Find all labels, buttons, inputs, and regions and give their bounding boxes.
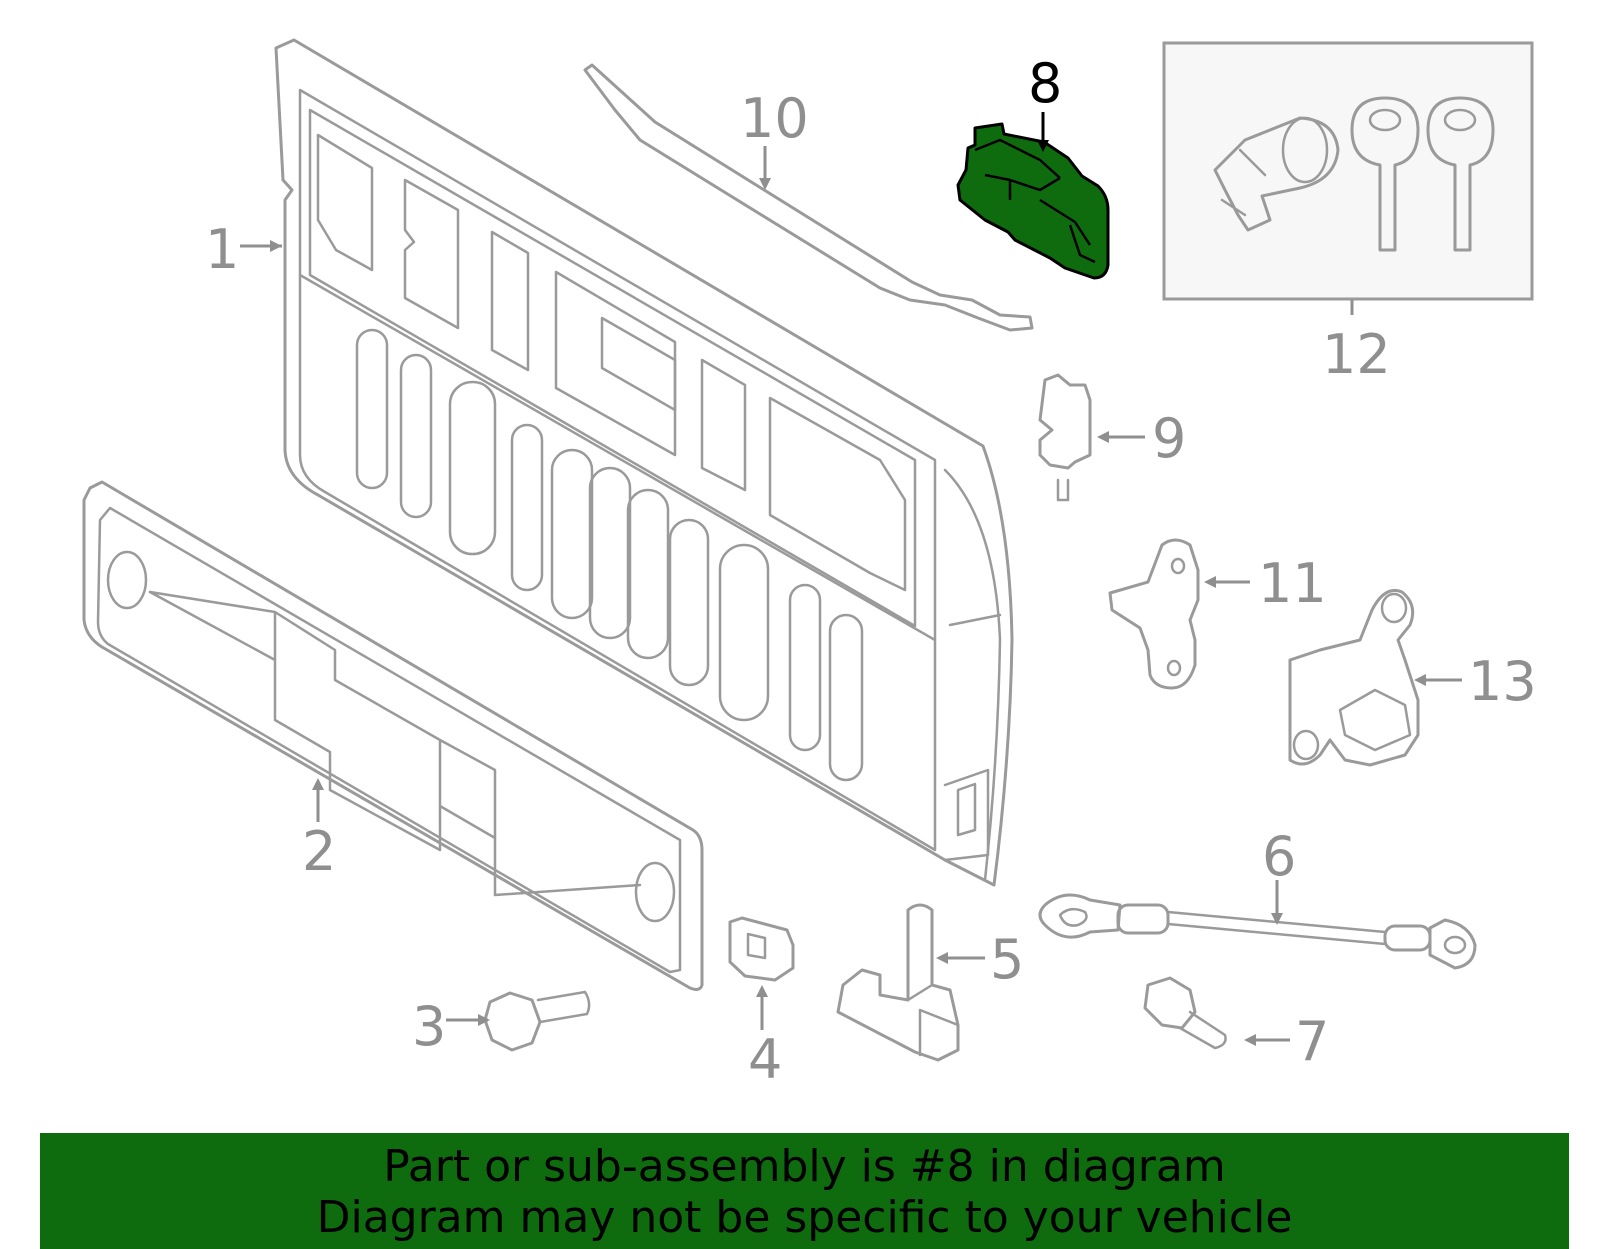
part-4-clip: [728, 916, 795, 982]
part-11-bracket: [1108, 538, 1200, 690]
part-6-cable: [1038, 893, 1477, 970]
part-9-switch: [1038, 373, 1092, 502]
callout-5: 5: [990, 928, 1024, 991]
part-10-rod: [583, 63, 1034, 332]
banner-line-1: Part or sub-assembly is #8 in diagram: [383, 1141, 1226, 1192]
callout-9: 9: [1152, 407, 1186, 470]
part-7-bolt: [1143, 976, 1227, 1050]
parts-diagram: 1 2 3 4 5 6 7 8 9 10 11 12 13: [82, 38, 1537, 1091]
info-banner: Part or sub-assembly is #8 in diagram Di…: [40, 1133, 1569, 1249]
callout-12: 12: [1322, 323, 1391, 386]
banner-line-2: Diagram may not be specific to your vehi…: [316, 1192, 1293, 1243]
part-12-lock-cylinder-keys: [1162, 41, 1534, 301]
callout-1: 1: [205, 218, 239, 281]
callout-13: 13: [1468, 650, 1537, 713]
callout-10: 10: [740, 87, 809, 150]
callout-11: 11: [1258, 552, 1327, 615]
callouts: 1 2 3 4 5 6 7 8 9 10 11 12 13: [205, 52, 1537, 1091]
callout-2: 2: [302, 820, 336, 883]
part-3-bolt: [483, 990, 591, 1052]
part-2-trim-panel: [82, 480, 704, 991]
part-5-hinge: [836, 903, 960, 1062]
callout-8: 8: [1028, 52, 1062, 115]
callout-3: 3: [412, 995, 446, 1058]
part-1-tailgate-panel: [274, 38, 1014, 887]
part-8-handle-assembly: [956, 122, 1110, 280]
part-13-hinge: [1288, 589, 1420, 767]
callout-7: 7: [1295, 1010, 1329, 1073]
callout-6: 6: [1262, 825, 1296, 888]
callout-4: 4: [748, 1028, 782, 1091]
